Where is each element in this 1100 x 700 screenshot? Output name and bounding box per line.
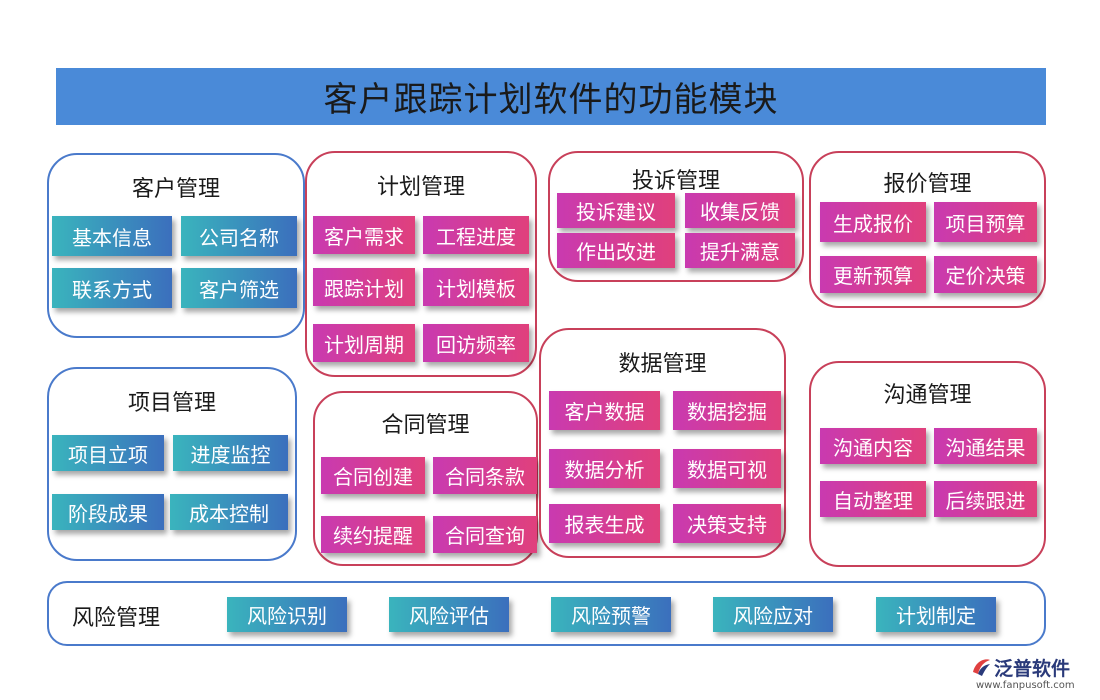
tile-risk-plan-formulation[interactable]: 计划制定 — [876, 597, 996, 632]
tile-risk-warning[interactable]: 风险预警 — [551, 597, 671, 632]
tile-customer-filter[interactable]: 客户筛选 — [181, 268, 297, 308]
communication-management-panel: 沟通管理 — [809, 361, 1046, 567]
tile-quote-pricing-decision[interactable]: 定价决策 — [934, 256, 1037, 293]
tile-plan-customer-demand[interactable]: 客户需求 — [313, 216, 415, 254]
tile-customer-basic-info[interactable]: 基本信息 — [52, 216, 172, 256]
tile-complaint-collect-feedback[interactable]: 收集反馈 — [685, 193, 795, 228]
tile-data-report-generation[interactable]: 报表生成 — [549, 504, 660, 543]
page-title: 客户跟踪计划软件的功能模块 — [56, 68, 1046, 125]
tile-customer-contact[interactable]: 联系方式 — [52, 268, 172, 308]
tile-comm-result[interactable]: 沟通结果 — [934, 428, 1037, 464]
tile-data-decision-support[interactable]: 决策支持 — [673, 504, 781, 543]
tile-project-progress-monitor[interactable]: 进度监控 — [173, 435, 288, 471]
project-management-title: 项目管理 — [127, 391, 216, 416]
contract-management-title: 合同管理 — [381, 413, 470, 438]
brand-url: www.fanpusoft.com — [976, 680, 1075, 691]
tile-plan-tracking-plan[interactable]: 跟踪计划 — [313, 268, 415, 306]
tile-project-initiation[interactable]: 项目立项 — [52, 435, 164, 471]
tile-quote-project-budget[interactable]: 项目预算 — [934, 202, 1037, 242]
tile-data-mining[interactable]: 数据挖掘 — [673, 391, 781, 430]
tile-contract-create[interactable]: 合同创建 — [321, 457, 425, 494]
fanpu-logo-icon — [973, 659, 990, 676]
tile-quote-generate[interactable]: 生成报价 — [820, 202, 926, 242]
tile-comm-content[interactable]: 沟通内容 — [820, 428, 926, 464]
tile-data-customer-data[interactable]: 客户数据 — [549, 391, 660, 430]
brand-logo: 泛普软件 www.fanpusoft.com — [970, 654, 1095, 696]
complaint-management-title: 投诉管理 — [631, 169, 720, 194]
tile-customer-company-name[interactable]: 公司名称 — [181, 216, 297, 256]
tile-plan-cycle[interactable]: 计划周期 — [313, 324, 415, 362]
tile-risk-assess[interactable]: 风险评估 — [389, 597, 509, 632]
plan-management-title: 计划管理 — [376, 175, 465, 200]
tile-risk-response[interactable]: 风险应对 — [713, 597, 833, 632]
tile-data-analysis[interactable]: 数据分析 — [549, 449, 660, 488]
tile-contract-query[interactable]: 合同查询 — [433, 516, 537, 553]
tile-complaint-satisfaction[interactable]: 提升满意 — [685, 233, 795, 268]
tile-comm-follow-up[interactable]: 后续跟进 — [934, 481, 1037, 517]
customer-management-title: 客户管理 — [131, 177, 220, 202]
quote-management-title: 报价管理 — [883, 172, 972, 197]
tile-contract-renewal-reminder[interactable]: 续约提醒 — [321, 516, 425, 553]
tile-plan-template[interactable]: 计划模板 — [423, 268, 529, 306]
tile-comm-auto-organize[interactable]: 自动整理 — [820, 481, 926, 517]
tile-complaint-improve[interactable]: 作出改进 — [557, 233, 675, 268]
data-management-title: 数据管理 — [618, 352, 707, 377]
brand-name: 泛普软件 — [994, 658, 1071, 680]
tile-plan-project-progress[interactable]: 工程进度 — [423, 216, 529, 254]
communication-management-title: 沟通管理 — [883, 383, 972, 408]
risk-management-title: 风险管理 — [72, 606, 161, 631]
tile-project-cost-control[interactable]: 成本控制 — [170, 494, 288, 530]
tile-project-milestone-results[interactable]: 阶段成果 — [52, 494, 164, 530]
tile-contract-terms[interactable]: 合同条款 — [433, 457, 537, 494]
tile-data-visualization[interactable]: 数据可视 — [673, 449, 781, 488]
tile-quote-update-budget[interactable]: 更新预算 — [820, 256, 926, 293]
tile-risk-identify[interactable]: 风险识别 — [227, 597, 347, 632]
tile-complaint-suggestion[interactable]: 投诉建议 — [557, 193, 675, 228]
tile-plan-visit-frequency[interactable]: 回访频率 — [423, 324, 529, 362]
